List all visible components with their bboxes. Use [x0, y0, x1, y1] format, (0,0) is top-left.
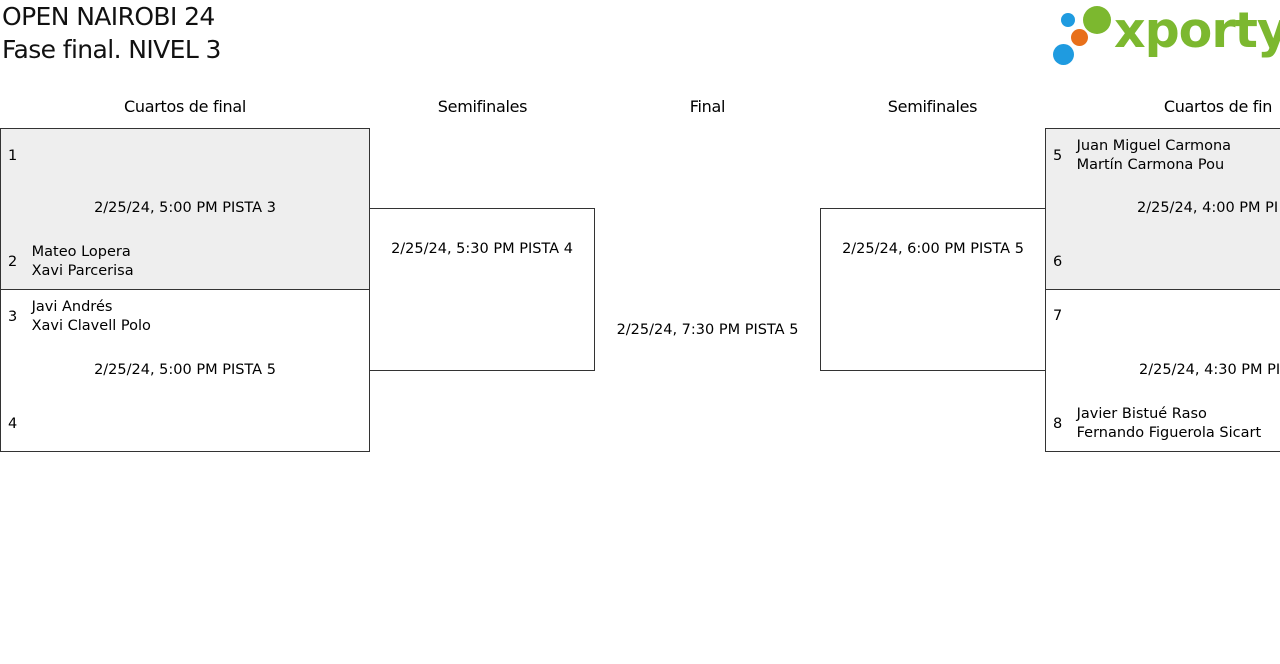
final-match-schedule[interactable]: 2/25/24, 7:30 PM PISTA 5 — [616, 322, 799, 338]
column-heading-right-semifinals: Semifinales — [887, 97, 978, 116]
column-heading-left-semifinals: Semifinales — [437, 97, 528, 116]
team-slot-3: 3 Javi Andrés Xavi Clavell Polo — [8, 298, 151, 336]
player-name: Javier Bistué Raso — [1076, 406, 1207, 422]
seed-number: 3 — [8, 309, 18, 325]
match-right-quarterfinal-2[interactable]: 7 2/25/24, 4:30 PM PI 8 Javier Bistué Ra… — [1045, 289, 1280, 452]
logo-dot-blue-small — [1061, 13, 1075, 27]
match-left-quarterfinal-2[interactable]: 3 Javi Andrés Xavi Clavell Polo 2/25/24,… — [0, 289, 370, 452]
seed-number: 8 — [1053, 416, 1063, 432]
seed-number: 2 — [8, 254, 18, 270]
match-schedule: 2/25/24, 5:00 PM PISTA 5 — [94, 362, 276, 378]
team-players: Javi Andrés Xavi Clavell Polo — [32, 298, 151, 336]
column-heading-left-quarterfinals: Cuartos de final — [124, 97, 246, 116]
team-players: Juan Miguel Carmona Martín Carmona Pou — [1077, 137, 1231, 175]
match-schedule: 2/25/24, 5:30 PM PISTA 4 — [391, 241, 573, 257]
match-left-quarterfinal-1[interactable]: 1 2/25/24, 5:00 PM PISTA 3 2 Mateo Loper… — [0, 128, 370, 290]
team-slot-2: 2 Mateo Lopera Xavi Parcerisa — [8, 243, 134, 281]
match-schedule: 2/25/24, 4:00 PM PI — [1137, 200, 1279, 216]
team-slot-1: 1 — [8, 147, 27, 166]
seed-number: 4 — [8, 416, 18, 432]
match-schedule: 2/25/24, 4:30 PM PI — [1139, 362, 1280, 378]
player-name: Fernando Figuerola Sicart — [1076, 425, 1262, 441]
match-left-semifinal[interactable]: 2/25/24, 5:30 PM PISTA 4 — [369, 208, 595, 371]
player-name: Xavi Clavell Polo — [31, 318, 151, 334]
team-slot-8: 8 Javier Bistué Raso Fernando Figuerola … — [1053, 405, 1261, 443]
phase-subtitle: Fase final. NIVEL 3 — [2, 35, 221, 64]
team-slot-4: 4 — [8, 415, 27, 434]
seed-number: 7 — [1053, 308, 1063, 324]
player-name: Juan Miguel Carmona — [1076, 138, 1232, 154]
match-right-quarterfinal-1[interactable]: 5 Juan Miguel Carmona Martín Carmona Pou… — [1045, 128, 1280, 290]
team-slot-5: 5 Juan Miguel Carmona Martín Carmona Pou — [1053, 137, 1231, 175]
player-name: Xavi Parcerisa — [31, 263, 134, 279]
team-slot-6: 6 — [1053, 253, 1072, 272]
xporty-logo: xporty — [1050, 2, 1280, 68]
team-slot-7: 7 — [1053, 307, 1072, 326]
match-schedule: 2/25/24, 6:00 PM PISTA 5 — [842, 241, 1024, 257]
column-heading-right-quarterfinals: Cuartos de fin — [1163, 97, 1273, 116]
match-schedule: 2/25/24, 5:00 PM PISTA 3 — [94, 200, 276, 216]
team-players: Mateo Lopera Xavi Parcerisa — [32, 243, 134, 281]
team-players: Javier Bistué Raso Fernando Figuerola Si… — [1077, 405, 1262, 443]
logo-dot-orange — [1071, 29, 1088, 46]
logo-dot-blue-large — [1053, 44, 1074, 65]
match-right-semifinal[interactable]: 2/25/24, 6:00 PM PISTA 5 — [820, 208, 1046, 371]
tournament-title: OPEN NAIROBI 24 — [2, 2, 215, 31]
player-name: Javi Andrés — [31, 299, 113, 315]
column-heading-final: Final — [689, 97, 726, 116]
seed-number: 5 — [1053, 148, 1063, 164]
player-name: Mateo Lopera — [31, 244, 131, 260]
seed-number: 6 — [1053, 254, 1063, 270]
logo-dot-green — [1083, 6, 1111, 34]
logo-wordmark: xporty — [1114, 2, 1280, 59]
seed-number: 1 — [8, 148, 18, 164]
player-name: Martín Carmona Pou — [1076, 157, 1225, 173]
